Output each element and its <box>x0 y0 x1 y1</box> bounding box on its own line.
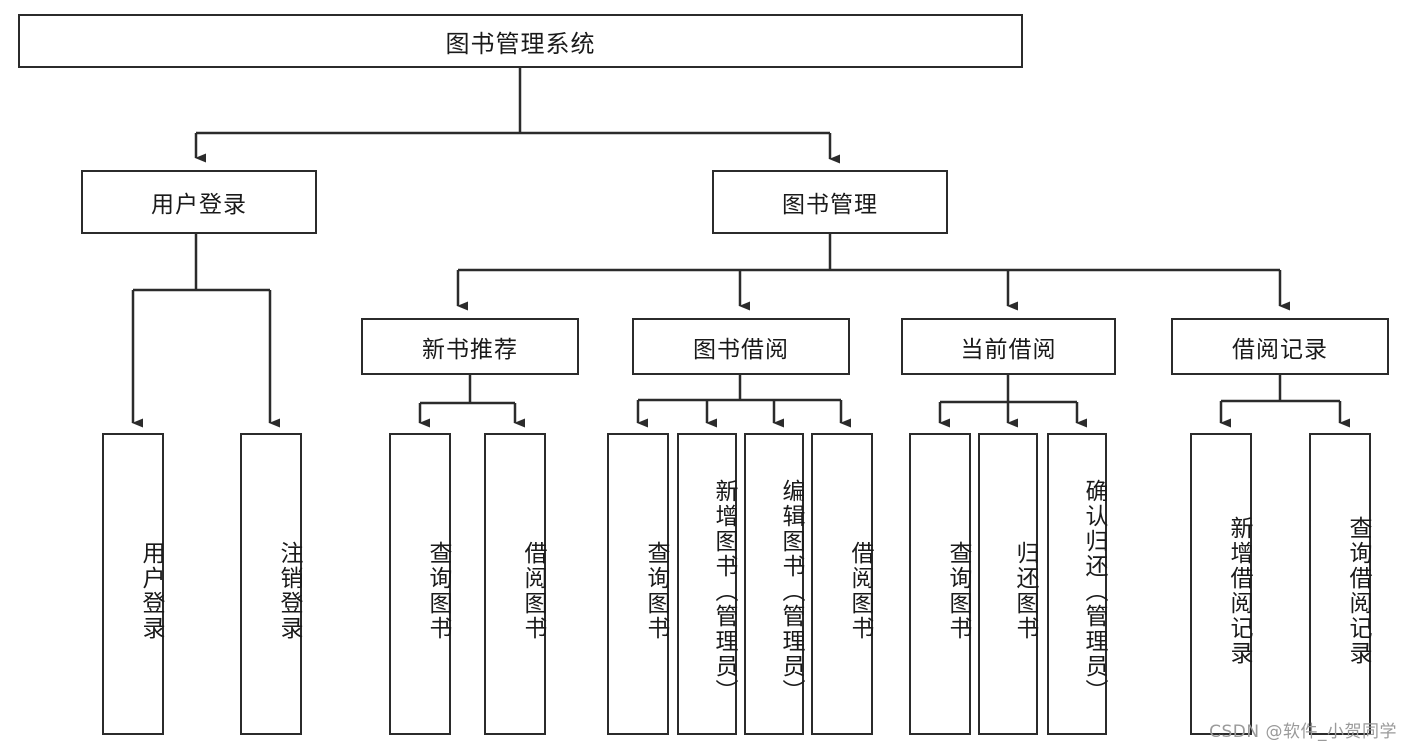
node-label: 新增借阅记录 <box>1226 516 1252 666</box>
node-root-system[interactable]: 图书管理系统 <box>18 14 1023 68</box>
node-label: 归还图书 <box>1012 541 1038 641</box>
leaf-record-add-record[interactable]: 新增借阅记录 <box>1190 433 1252 735</box>
leaf-borrow-query-book[interactable]: 查询图书 <box>607 433 669 735</box>
node-label: 查询图书 <box>945 541 971 641</box>
node-user-login[interactable]: 用户登录 <box>81 170 317 234</box>
node-label: 借阅记录 <box>1232 336 1328 363</box>
leaf-borrow-edit-book-admin[interactable]: 编辑图书（管理员） <box>744 433 804 735</box>
leaf-new-book-borrow[interactable]: 借阅图书 <box>484 433 546 735</box>
node-label: 注销登录 <box>276 541 302 641</box>
node-label: 借阅图书 <box>847 541 873 641</box>
leaf-borrow-add-book-admin[interactable]: 新增图书（管理员） <box>677 433 737 735</box>
node-borrow-record[interactable]: 借阅记录 <box>1171 318 1389 375</box>
leaf-record-query-record[interactable]: 查询借阅记录 <box>1309 433 1371 735</box>
node-label: 用户登录 <box>151 192 247 218</box>
node-label: 确认归还（管理员） <box>1081 478 1107 704</box>
node-label: 查询图书 <box>425 541 451 641</box>
leaf-new-book-query[interactable]: 查询图书 <box>389 433 451 735</box>
node-label: 查询借阅记录 <box>1345 516 1371 666</box>
node-book-borrow[interactable]: 图书借阅 <box>632 318 850 375</box>
node-label: 查询图书 <box>643 541 669 641</box>
leaf-borrow-borrow-book[interactable]: 借阅图书 <box>811 433 873 735</box>
leaf-current-query-book[interactable]: 查询图书 <box>909 433 971 735</box>
node-label: 图书管理系统 <box>445 29 596 58</box>
leaf-current-return-book[interactable]: 归还图书 <box>978 433 1038 735</box>
node-label: 新增图书（管理员） <box>711 478 737 704</box>
watermark-text: CSDN @软件_小贺同学 <box>1209 722 1397 742</box>
node-label: 图书借阅 <box>693 336 789 363</box>
node-current-borrow[interactable]: 当前借阅 <box>901 318 1116 375</box>
node-label: 当前借阅 <box>960 336 1057 363</box>
leaf-user-login-logout[interactable]: 注销登录 <box>240 433 302 735</box>
node-book-management[interactable]: 图书管理 <box>712 170 948 234</box>
node-label: 用户登录 <box>138 541 164 641</box>
node-new-book-recommend[interactable]: 新书推荐 <box>361 318 579 375</box>
node-label: 编辑图书（管理员） <box>778 478 804 704</box>
node-label: 图书管理 <box>782 192 878 218</box>
node-label: 新书推荐 <box>422 336 518 363</box>
leaf-current-confirm-return-admin[interactable]: 确认归还（管理员） <box>1047 433 1107 735</box>
leaf-user-login-login[interactable]: 用户登录 <box>102 433 164 735</box>
node-label: 借阅图书 <box>520 541 546 641</box>
